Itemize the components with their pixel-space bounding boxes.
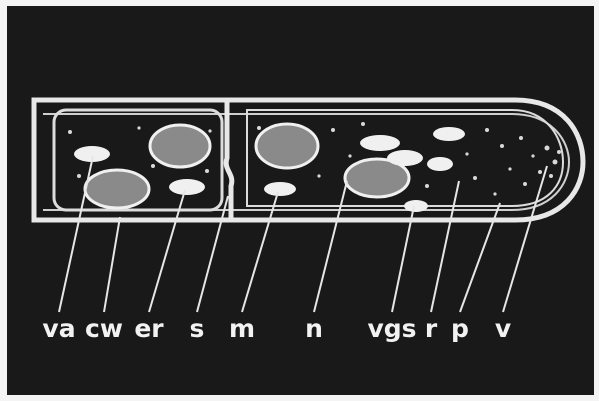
leader-er	[149, 190, 185, 312]
label-v: v	[495, 314, 511, 343]
label-s: s	[190, 314, 205, 343]
label-er: er	[134, 314, 164, 343]
vgs-body-3	[387, 150, 423, 166]
leader-n	[314, 181, 347, 312]
leader-va	[59, 156, 93, 312]
label-r: r	[425, 314, 438, 343]
label-p: p	[451, 314, 469, 343]
cell-diagram: va cw er s m n vgs r p v	[7, 6, 594, 395]
leader-r	[431, 181, 459, 312]
label-n: n	[305, 314, 323, 343]
leader-s	[197, 196, 228, 312]
organelle-1	[150, 125, 210, 167]
label-va: va	[42, 314, 75, 343]
leader-v	[503, 166, 547, 312]
mitochondrion	[264, 182, 296, 196]
organelle-3	[256, 124, 318, 168]
vgs-body-4	[427, 157, 453, 171]
diagram-frame: va cw er s m n vgs r p v	[7, 6, 594, 395]
label-cw: cw	[85, 314, 123, 343]
organelle-2	[85, 170, 149, 208]
leader-cw	[104, 217, 120, 312]
vgs-body-1	[360, 135, 400, 151]
label-m: m	[229, 314, 255, 343]
diagram-labels: va cw er s m n vgs r p v	[42, 314, 511, 343]
label-vgs: vgs	[367, 314, 416, 343]
vgs-body-2	[433, 127, 465, 141]
er-body	[169, 179, 205, 195]
vgs-body-5	[404, 200, 428, 212]
